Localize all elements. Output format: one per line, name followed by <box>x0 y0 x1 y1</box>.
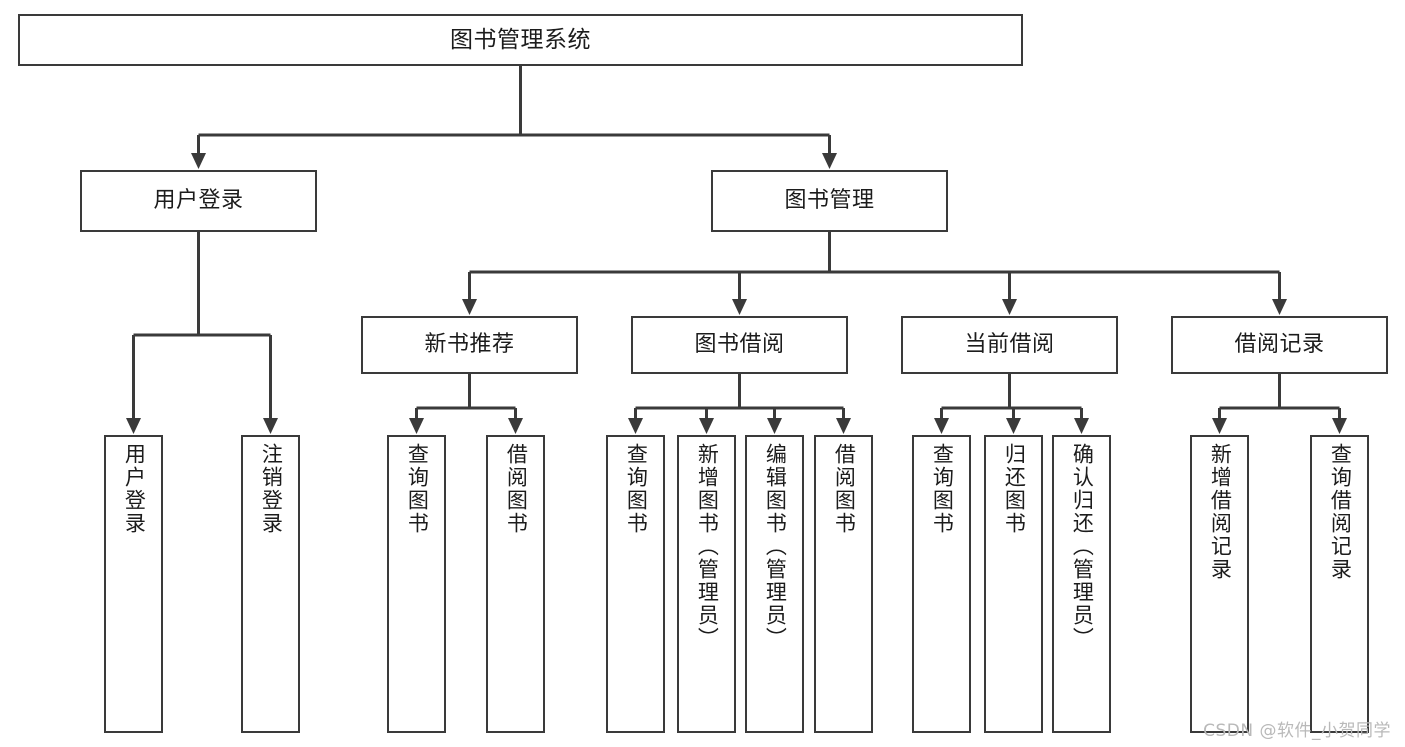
watermark: CSDN @软件_小贺同学 <box>1203 721 1391 741</box>
node-leaf-10[interactable]: 归还图书 <box>984 435 1043 733</box>
arrowhead-icon <box>836 418 851 434</box>
node-leaf-12[interactable]: 新增借阅记录 <box>1190 435 1249 733</box>
arrowhead-icon <box>1006 418 1021 434</box>
node-leaf-5[interactable]: 查询图书 <box>606 435 665 733</box>
node-leaf-1[interactable]: 用户登录 <box>104 435 163 733</box>
arrowhead-icon <box>628 418 643 434</box>
node-l3-borrow[interactable]: 图书借阅 <box>631 316 848 374</box>
node-label: 借阅图书 <box>504 443 529 535</box>
arrowhead-icon <box>1002 299 1017 315</box>
node-leaf-2[interactable]: 注销登录 <box>241 435 300 733</box>
connector-l3-record <box>1218 374 1341 422</box>
node-l3-new[interactable]: 新书推荐 <box>361 316 578 374</box>
node-leaf-7[interactable]: 编辑图书（管理员） <box>745 435 804 733</box>
node-root[interactable]: 图书管理系统 <box>18 14 1023 66</box>
node-label: 查询图书 <box>405 443 430 535</box>
arrowhead-icon <box>1074 418 1089 434</box>
arrowhead-icon <box>767 418 782 434</box>
arrowhead-icon <box>462 299 477 315</box>
connector-l2-login <box>132 232 272 422</box>
node-leaf-4[interactable]: 借阅图书 <box>486 435 545 733</box>
arrowhead-icon <box>1272 299 1287 315</box>
node-l2-login[interactable]: 用户登录 <box>80 170 317 232</box>
node-leaf-8[interactable]: 借阅图书 <box>814 435 873 733</box>
node-label: 用户登录 <box>153 188 244 214</box>
node-label: 编辑图书（管理员） <box>763 443 788 650</box>
node-l2-book[interactable]: 图书管理 <box>711 170 948 232</box>
arrowhead-icon <box>699 418 714 434</box>
connector-l3-current <box>940 374 1083 422</box>
node-label: 查询借阅记录 <box>1328 443 1353 581</box>
node-label: 图书管理 <box>784 188 875 214</box>
node-label: 图书借阅 <box>694 332 785 358</box>
node-label: 新书推荐 <box>424 332 515 358</box>
arrowhead-icon <box>1212 418 1227 434</box>
node-label: 借阅图书 <box>832 443 857 535</box>
node-label: 新增图书（管理员） <box>695 443 720 650</box>
node-label: 当前借阅 <box>964 332 1055 358</box>
connector-root <box>197 66 831 157</box>
node-label: 图书管理系统 <box>450 26 591 53</box>
connector-l3-borrow <box>634 374 845 422</box>
connector-l2-book <box>468 232 1281 303</box>
node-l3-current[interactable]: 当前借阅 <box>901 316 1118 374</box>
node-leaf-13[interactable]: 查询借阅记录 <box>1310 435 1369 733</box>
node-label: 用户登录 <box>122 443 147 535</box>
node-label: 注销登录 <box>259 443 284 535</box>
node-leaf-9[interactable]: 查询图书 <box>912 435 971 733</box>
node-label: 查询图书 <box>930 443 955 535</box>
node-l3-record[interactable]: 借阅记录 <box>1171 316 1388 374</box>
node-label: 借阅记录 <box>1234 332 1325 358</box>
arrowhead-icon <box>934 418 949 434</box>
arrowhead-icon <box>263 418 278 434</box>
connector-l3-new <box>415 374 517 422</box>
node-leaf-3[interactable]: 查询图书 <box>387 435 446 733</box>
arrowhead-icon <box>1332 418 1347 434</box>
arrowhead-icon <box>409 418 424 434</box>
arrowhead-icon <box>732 299 747 315</box>
node-label: 新增借阅记录 <box>1208 443 1233 581</box>
node-label: 确认归还（管理员） <box>1070 443 1095 650</box>
node-label: 查询图书 <box>624 443 649 535</box>
arrowhead-icon <box>126 418 141 434</box>
node-leaf-6[interactable]: 新增图书（管理员） <box>677 435 736 733</box>
arrowhead-icon <box>508 418 523 434</box>
arrowhead-icon <box>191 153 206 169</box>
node-leaf-11[interactable]: 确认归还（管理员） <box>1052 435 1111 733</box>
node-label: 归还图书 <box>1002 443 1027 535</box>
arrowhead-icon <box>822 153 837 169</box>
